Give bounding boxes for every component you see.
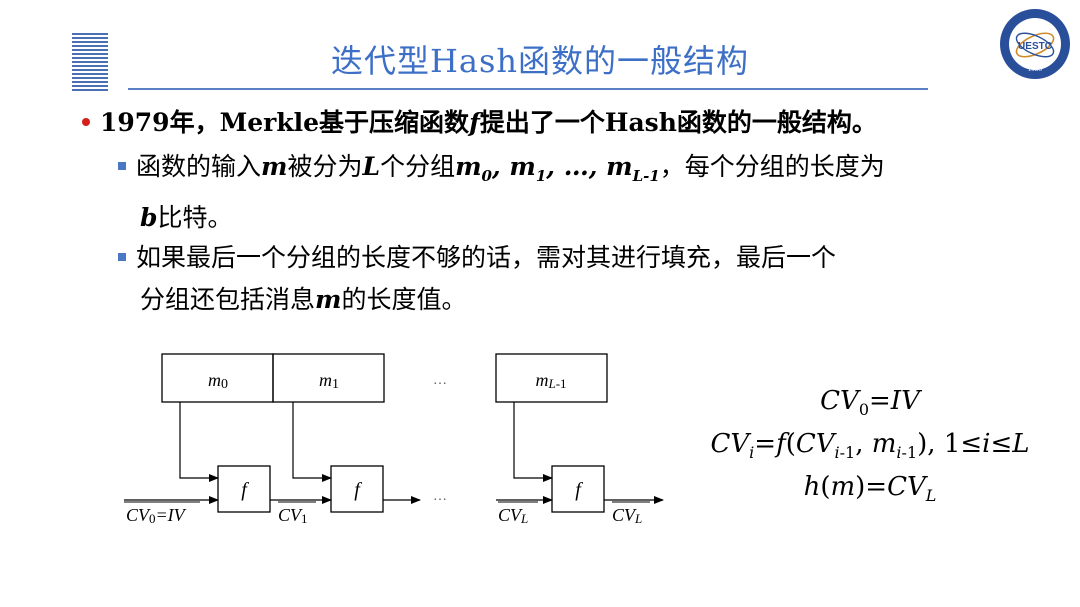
f-label-3: f — [575, 479, 583, 501]
block-m1 — [272, 353, 385, 403]
b2-text4: ，每个分组的长度为 — [659, 152, 885, 181]
bullet1-f: f — [469, 108, 480, 137]
title-underline — [128, 88, 928, 90]
formula-cv0: CV0=IV — [820, 386, 920, 420]
bullet-input-split: 函数的输入m被分为L个分组m0, m1, …, mL-1，每个分组的长度为 b比… — [118, 146, 1048, 239]
b2-b: b — [140, 203, 158, 232]
arrow-m1-to-f — [292, 402, 332, 482]
label-m0: m0 — [208, 370, 228, 392]
label-cvL-in: CVL — [498, 505, 528, 526]
f-box-1 — [217, 465, 271, 513]
arrow-mL-to-f — [513, 402, 553, 482]
label-cv0-iv: CV0=IV — [126, 505, 187, 526]
label-cvL-out: CVL — [612, 505, 642, 526]
bullet-square — [118, 161, 126, 170]
label-mL-1: mL-1 — [535, 370, 566, 391]
f-label-1: f — [241, 479, 249, 501]
label-cv1: CV1 — [278, 505, 308, 526]
merkle-damgard-diagram: m0 m1 mL-1 … f f f … CV0=IV CV1 CVL CVL — [124, 353, 664, 526]
iteration-formulas: CV0=IV CVi=f(CVi-1, mi-1), 1≤i≤L h(m)=CV… — [690, 384, 1050, 514]
arrow-m0-to-f — [179, 402, 219, 482]
corner-stripes-decoration — [72, 33, 108, 93]
b3-m: m — [315, 285, 342, 314]
label-m1: m1 — [319, 370, 339, 392]
block-mL-1 — [495, 353, 608, 403]
b2-L: L — [362, 152, 381, 181]
f-label-2: f — [354, 479, 362, 501]
f-box-3 — [551, 465, 605, 513]
svg-text:UESTC: UESTC — [1018, 41, 1052, 52]
formula-cvi: CVi=f(CVi-1, mi-1), 1≤i≤L — [710, 429, 1030, 463]
b2-sequence: m0, m1, …, mL-1 — [455, 152, 660, 185]
bullet1-text-b: 提出了一个Hash函数的一般结构。 — [479, 108, 877, 137]
ellipsis-bottom: … — [433, 489, 447, 504]
ellipsis-top: … — [433, 373, 447, 388]
b3-text3: 的长度值。 — [341, 285, 467, 314]
university-logo-icon: UESTC 1956 — [1000, 9, 1070, 79]
formula-hash: h(m)=CVL — [803, 472, 937, 506]
bullet-square — [118, 252, 126, 261]
slide-title: 迭代型Hash函数的一般结构 — [330, 42, 750, 80]
bullet1-text-a: 1979年，Merkle基于压缩函数 — [100, 108, 470, 137]
b2-text5: 比特。 — [157, 203, 233, 232]
svg-text:1956: 1956 — [1028, 65, 1043, 73]
bullet-padding: 如果最后一个分组的长度不够的话，需对其进行填充，最后一个 分组还包括消息m的长度… — [118, 237, 1048, 321]
b2-text1: 函数的输入 — [136, 152, 262, 181]
b2-text3: 个分组 — [380, 152, 456, 181]
bullet-dot — [82, 117, 90, 126]
b3-text1: 如果最后一个分组的长度不够的话，需对其进行填充，最后一个 — [136, 243, 837, 272]
f-box-2 — [330, 465, 384, 513]
bullet-merkle: 1979年，Merkle基于压缩函数f提出了一个Hash函数的一般结构。 — [82, 106, 1062, 140]
b3-text2: 分组还包括消息 — [140, 285, 316, 314]
b2-m: m — [261, 152, 288, 181]
b2-text2: 被分为 — [287, 152, 363, 181]
